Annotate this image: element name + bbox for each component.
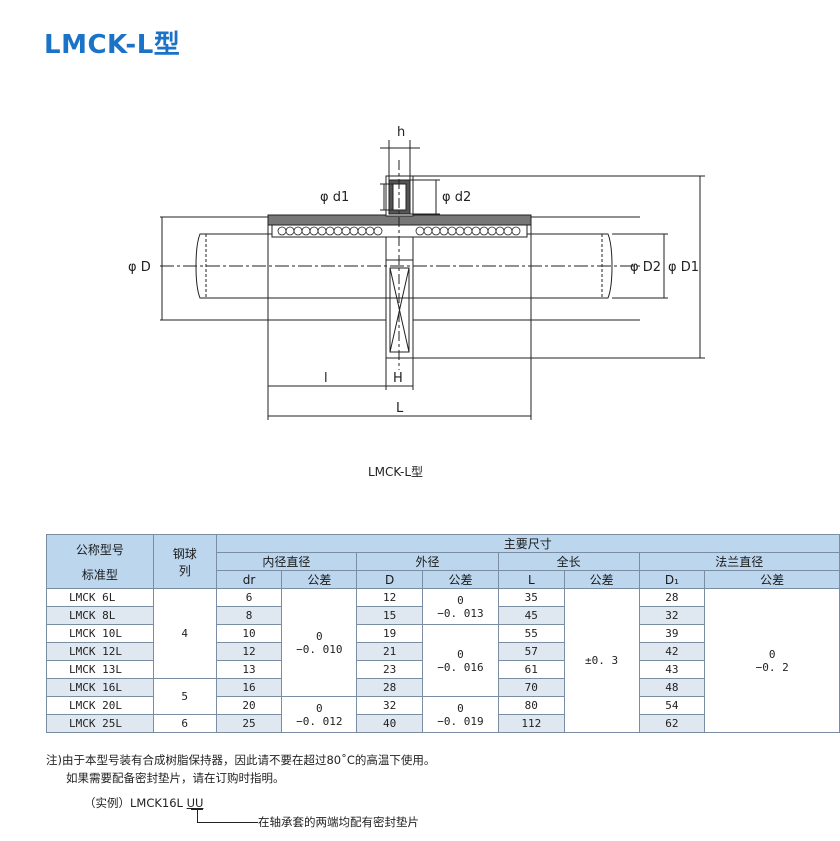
- table-row: LMCK 8L 8 15 45 32: [46, 606, 840, 625]
- label-d1: φ d1: [320, 190, 349, 205]
- drawing-caption: LMCK-L型: [368, 465, 424, 479]
- label-L: L: [396, 401, 404, 416]
- example-bracket: [197, 810, 258, 823]
- header-L: L: [497, 570, 565, 589]
- example-prefix: （实例）LMCK16L: [84, 796, 183, 810]
- header-tol-D: 公差: [422, 570, 499, 589]
- label-H: H: [393, 371, 403, 386]
- label-h: h: [397, 125, 405, 140]
- label-D1: φ D1: [668, 260, 699, 275]
- table-row: LMCK 16L 5 16 28 70 48: [46, 678, 840, 715]
- label-D: φ D: [128, 260, 151, 275]
- header-inner: 内径直径: [215, 552, 358, 571]
- header-tol-dr: 公差: [281, 570, 358, 589]
- example-suffix: UU: [186, 796, 204, 810]
- header-flange: 法兰直径: [638, 552, 840, 571]
- header-length: 全长: [497, 552, 640, 571]
- header-tol-L: 公差: [563, 570, 640, 589]
- table-row: LMCK 6L 4 6 0−0. 010 12 0−0. 013 35 ±0. …: [46, 588, 840, 733]
- header-balls: 钢球 列: [152, 534, 217, 589]
- order-example: （实例）LMCK16L UU: [84, 795, 203, 811]
- label-l: l: [324, 371, 328, 386]
- header-main: 主要尺寸: [215, 534, 840, 553]
- label-d2: φ d2: [442, 190, 471, 205]
- header-tol-D1: 公差: [704, 570, 840, 589]
- note-line-1: 注)由于本型号装有合成树脂保持器，因此请不要在超过80˚C的高温下使用。: [46, 753, 436, 767]
- shaft-outline: [195, 233, 613, 299]
- note-line-2: 如果需要配备密封垫片，请在订购时指明。: [66, 771, 285, 785]
- ball-chain: [277, 226, 521, 236]
- table-row: LMCK 13L 13 23 61 43: [46, 660, 840, 679]
- header-dr: dr: [215, 570, 283, 589]
- header-model: 公称型号标准型: [46, 534, 154, 589]
- spec-table: 公称型号标准型 钢球 列 主要尺寸 内径直径 外径 全长 法兰直径 dr 公差 …: [46, 534, 840, 733]
- header-D1: D₁: [638, 570, 706, 589]
- example-bracket-top: [191, 809, 203, 810]
- bearing-drawing: h φ d1 φ d2 φ D φ D2 φ D1 l H L: [128, 125, 705, 420]
- example-description: 在轴承套的两端均配有密封垫片: [258, 815, 419, 829]
- header-outer: 外径: [356, 552, 499, 571]
- header-D: D: [356, 570, 424, 589]
- page-title: LMCK-L型: [44, 30, 181, 60]
- label-D2: φ D2: [630, 260, 661, 275]
- table-row: LMCK 25L 6 25 40 112 62: [46, 714, 840, 733]
- table-row: LMCK 10L 10 19 0−0. 016 55 39: [46, 624, 840, 697]
